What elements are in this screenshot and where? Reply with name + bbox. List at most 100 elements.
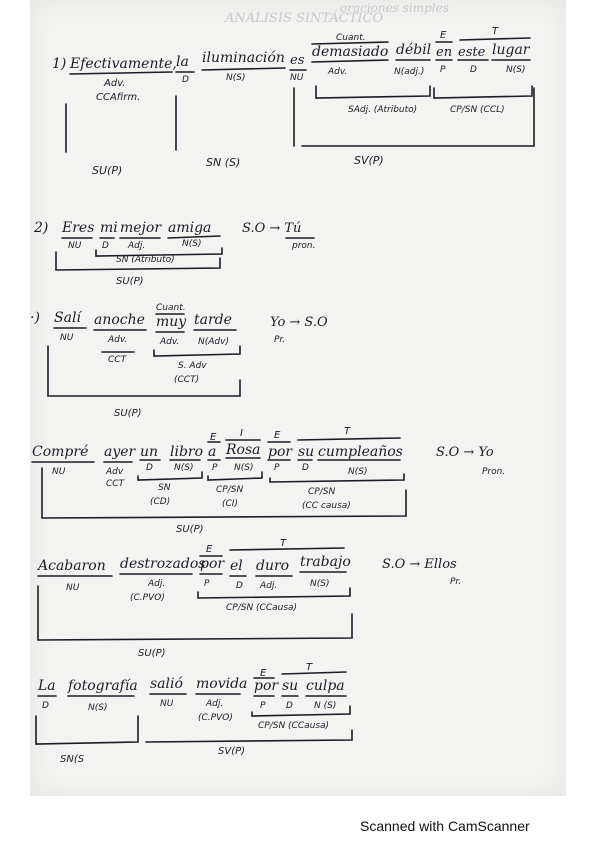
word-debil: débil <box>396 42 431 58</box>
tag-adj: Adj. <box>127 241 145 251</box>
subject-omitted: Yo → S.O <box>270 315 328 330</box>
bracket-cpsn <box>433 85 533 99</box>
tag-t: T <box>306 662 313 673</box>
tag-t: T <box>492 26 499 37</box>
word-por: por <box>254 678 279 694</box>
bracket-sup <box>37 585 353 641</box>
overline-el-duro-trabajo <box>229 547 345 551</box>
tag-ccafirm: CCAfirm. <box>96 92 140 103</box>
tag-e-por: E <box>274 430 281 441</box>
subject-omitted: S.O → Yo <box>436 445 494 460</box>
tag-e: E <box>210 432 217 443</box>
tag-adj-duro: Adj. <box>259 581 277 591</box>
tag-nu: NU <box>290 73 304 83</box>
word-amiga: amiga <box>168 220 211 236</box>
bracket-svp <box>301 87 535 147</box>
tag-adv-muy: Adv. <box>159 337 179 347</box>
subject-omitted: S.O → Ellos <box>382 557 457 572</box>
word-su: su <box>298 444 314 460</box>
bracket-svp <box>145 729 353 743</box>
tag-adj: Adj. <box>147 579 165 589</box>
group-cct: (CCT) <box>174 375 199 385</box>
tag-adj: Adj. <box>205 699 223 709</box>
underline-iluminacion <box>201 67 286 71</box>
tag-t: T <box>280 538 287 549</box>
word-un: un <box>140 444 158 460</box>
tag-adv: Adv. <box>103 78 125 89</box>
bracket-sup <box>55 251 221 271</box>
tag-d-este: D <box>470 65 477 75</box>
tag-pron: pron. <box>291 241 315 251</box>
bracket-cpsn-cc <box>269 473 405 483</box>
word-tarde: tarde <box>194 312 232 328</box>
word-por: por <box>268 444 293 460</box>
bracket-sn <box>95 247 223 257</box>
word-anoche: anoche <box>94 312 145 328</box>
group-sadj-atributo: SAdj. (Atributo) <box>348 105 417 115</box>
tag-pr: Pr. <box>450 577 461 587</box>
word-culpa: culpa <box>306 678 345 694</box>
scanned-notebook-page: ANÁLISIS SINTÁCTICO oraciones simples 1)… <box>30 0 566 796</box>
bracket-sns <box>35 715 139 745</box>
tag-nu: NU <box>160 699 174 709</box>
tag-e: E <box>440 30 447 41</box>
underline-demasiado <box>311 59 389 63</box>
sentence-4: Compré ayer un libro a Rosa por su cumpl… <box>31 426 505 535</box>
underline-efectivamente <box>69 71 173 75</box>
tag-nu: NU <box>66 583 80 593</box>
group-sns: SN(S <box>60 754 85 765</box>
word-eres: Eres <box>61 220 94 236</box>
tag-e: E <box>206 544 213 555</box>
tag-ns: N(S) <box>174 463 193 473</box>
word-fotografia: fotografía <box>67 678 138 694</box>
group-cc-causa: (CC causa) <box>302 501 351 511</box>
bracket-sup <box>47 345 241 397</box>
word-iluminacion: iluminación <box>202 50 285 66</box>
tag-cpvo: (C.PVO) <box>130 593 165 603</box>
group-cpsn-causa: CP/SN (CCausa) <box>258 721 329 731</box>
tag-d-su: D <box>286 701 293 711</box>
word-mi: mi <box>100 220 118 236</box>
tag-ns-lugar: N(S) <box>506 65 525 75</box>
tag-pr: Pr. <box>274 335 285 345</box>
tag-t: T <box>344 426 351 437</box>
group-ci: (CI) <box>222 499 238 509</box>
word-rosa: Rosa <box>225 442 261 458</box>
tag-ns-culpa: N (S) <box>314 701 336 711</box>
group-sn: SN <box>158 483 171 493</box>
tag-nu: NU <box>60 333 74 343</box>
group-sadv: S. Adv <box>178 361 207 371</box>
subject-omitted: S.O → Tú <box>242 221 301 236</box>
group-svp: SV(P) <box>354 154 384 167</box>
sentence-6: La fotografía salió movida por su culpa … <box>35 662 353 765</box>
bracket-cpsn <box>197 587 351 599</box>
tag-adv: Adv. <box>107 335 127 345</box>
sentence-3: ·) Salí anoche muy tarde NU Adv. CCT Cua… <box>30 303 328 419</box>
tag-ns-cumpleanos: N(S) <box>348 467 367 477</box>
group-sup: SU(P) <box>92 164 122 177</box>
tag-cct: CCT <box>108 355 128 365</box>
tag-i: I <box>240 428 243 439</box>
bracket-sn-cd <box>137 471 203 481</box>
tag-cct: CCT <box>106 479 126 489</box>
word-compre: Compré <box>32 444 88 460</box>
overline-este-lugar <box>459 37 531 41</box>
word-el: el <box>230 558 243 574</box>
overline-demasiado <box>311 41 389 45</box>
word-a: a <box>208 444 216 460</box>
group-svp: SV(P) <box>218 746 245 757</box>
bracket-cpsn <box>251 705 351 717</box>
tag-d: D <box>102 241 109 251</box>
word-es: es <box>290 53 305 68</box>
bracket-sadj <box>315 85 431 99</box>
tag-d-su: D <box>302 463 309 473</box>
word-efectivamente: Efectivamente, <box>69 56 177 72</box>
tag-p-por: P <box>274 463 280 473</box>
group-cpsn-ccl: CP/SN (CCL) <box>450 105 505 115</box>
word-mejor: mejor <box>120 220 162 236</box>
tag-nadv: N(Adv) <box>198 337 229 347</box>
group-sn-atributo: SN (Atributo) <box>116 255 175 265</box>
word-muy: muy <box>156 314 187 330</box>
word-demasiado: demasiado <box>312 44 388 60</box>
group-sup: SU(P) <box>116 276 144 287</box>
